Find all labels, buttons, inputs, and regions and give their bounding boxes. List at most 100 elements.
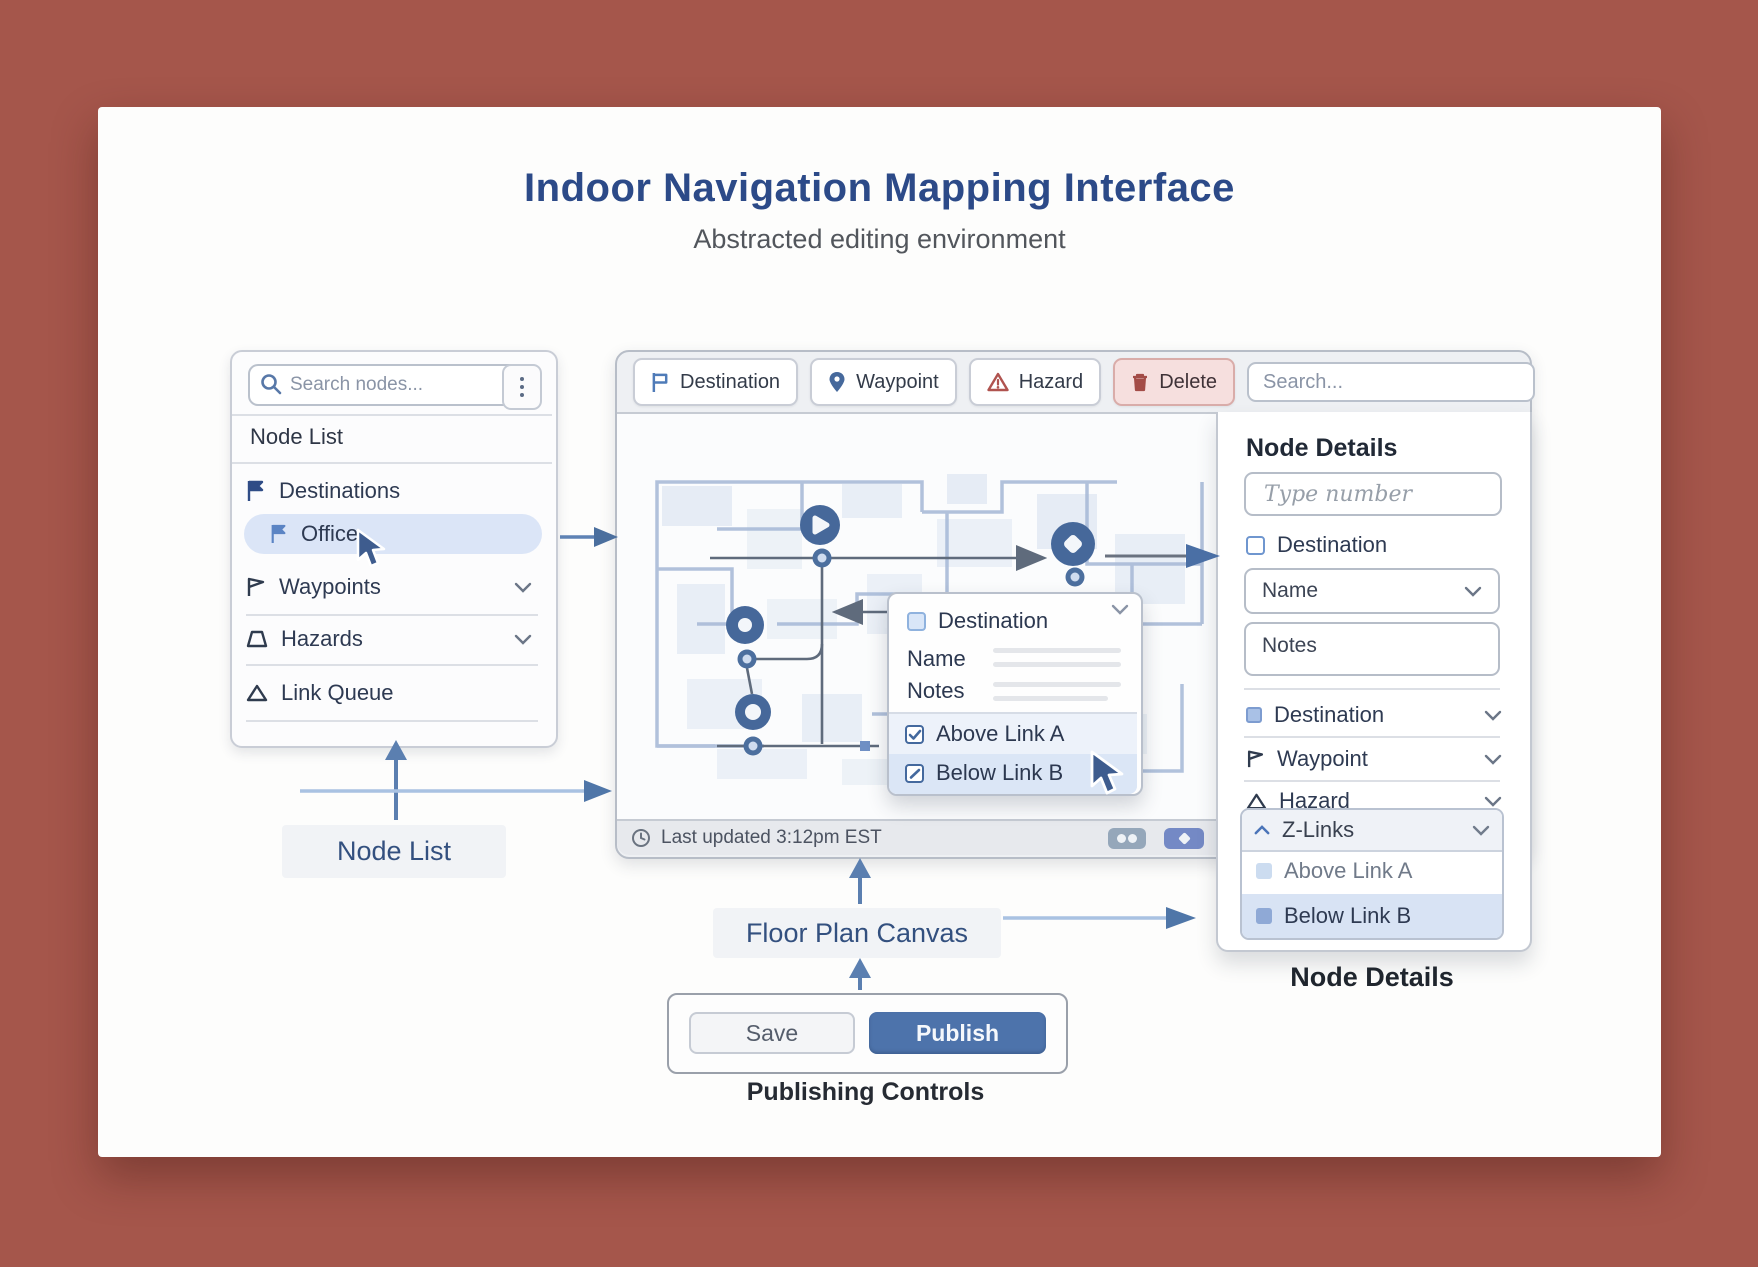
sidebar-item-label: Hazards (281, 626, 363, 651)
section-label: Destination (1274, 702, 1385, 727)
sidebar-item-link-queue[interactable]: Link Queue (246, 674, 538, 712)
select-value: Name (1262, 579, 1319, 602)
popup-destination-row[interactable]: Destination (907, 608, 1048, 634)
map-nodes (726, 505, 1095, 730)
zlink-option-below[interactable]: Below Link B (1242, 894, 1502, 938)
button-label: Waypoint (856, 370, 939, 393)
node-play (800, 505, 840, 545)
popup-notes-label: Notes (907, 678, 965, 703)
checkbox-label: Destination (1277, 532, 1388, 557)
sidebar-item-label: Waypoints (279, 574, 381, 599)
name-select[interactable]: Name (1244, 568, 1500, 614)
node-list-caption: Node List (282, 825, 506, 878)
link-label: Above Link A (936, 721, 1065, 746)
divider (246, 614, 538, 616)
connector-nodes (737, 548, 1085, 756)
chevron-up-icon (1254, 825, 1270, 835)
editor-window: Destination Waypoint Hazard (615, 350, 1535, 859)
checkbox-unchecked[interactable] (1246, 535, 1265, 555)
popup-name-label: Name (907, 646, 966, 671)
chevron-down-icon[interactable] (1111, 604, 1129, 615)
details-section-waypoint[interactable]: Waypoint (1246, 742, 1504, 776)
pan-toggle-button[interactable] (1108, 827, 1146, 849)
checkbox-checked[interactable] (905, 763, 924, 783)
node-details-caption: Node Details (1290, 962, 1454, 992)
zlinks-group: Z-Links Above Link A Below Link B (1240, 808, 1504, 940)
divider (232, 414, 552, 416)
triangle-icon (246, 630, 268, 648)
search-icon (261, 374, 282, 395)
node-details-panel: Node Details Destination Name Notes Dest… (1216, 412, 1532, 952)
sidebar-item-hazards[interactable]: Hazards (246, 620, 538, 658)
pennant-icon (247, 577, 265, 596)
square-icon (1246, 707, 1262, 723)
waypoint-tool-button[interactable]: Waypoint (810, 358, 957, 406)
chevron-down-icon (1484, 754, 1502, 765)
floor-plan-canvas[interactable]: Destination Name Notes Above Link A (617, 414, 1218, 855)
chevron-down-icon (1464, 586, 1482, 597)
canvas-toolbar: Destination Waypoint Hazard (617, 352, 1535, 414)
button-label: Hazard (1018, 370, 1084, 393)
square-icon (1256, 908, 1272, 924)
link-label: Below Link B (936, 760, 1064, 785)
flag-icon (271, 524, 286, 543)
zlink-option-above[interactable]: Above Link A (1242, 850, 1502, 892)
node-list-header: Node List (250, 424, 343, 449)
details-section-destination[interactable]: Destination (1246, 698, 1504, 732)
divider (1244, 780, 1500, 782)
divider (246, 664, 538, 666)
popup-link-below[interactable]: Below Link B (901, 756, 1063, 790)
divider (246, 720, 538, 722)
node-list-panel: Node List Destinations Office Waypoints (230, 350, 558, 748)
page-title: Indoor Navigation Mapping Interface (524, 166, 1235, 210)
checkbox-checked[interactable] (905, 724, 924, 744)
placeholder-line (993, 682, 1121, 687)
square-icon (1256, 863, 1272, 879)
section-label: Waypoint (1277, 746, 1368, 771)
node-details-header: Node Details (1246, 434, 1398, 462)
canvas-search-input[interactable] (1247, 362, 1535, 402)
warning-triangle-icon (987, 372, 1009, 392)
placeholder-line (993, 648, 1121, 653)
map-pin-icon (829, 372, 845, 392)
destination-tool-button[interactable]: Destination (633, 358, 799, 406)
button-label: Destination (680, 370, 781, 393)
canvas-status-bar: Last updated 3:12pm EST (617, 819, 1218, 855)
page-subtitle: Abstracted editing environment (693, 224, 1066, 254)
flag-icon (247, 480, 264, 501)
node-dot (726, 606, 764, 644)
chevron-down-icon (1484, 796, 1502, 807)
zlinks-header[interactable]: Z-Links (1242, 810, 1502, 852)
destination-checkbox-row[interactable]: Destination (1246, 532, 1387, 558)
triangle-icon (246, 684, 268, 702)
sidebar-item-label: Office (301, 521, 359, 546)
checkbox-unchecked[interactable] (907, 611, 926, 631)
popup-destination-label: Destination (938, 608, 1049, 633)
sidebar-item-label: Destinations (279, 478, 401, 503)
sidebar-item-destinations[interactable]: Destinations (246, 472, 538, 510)
divider (232, 462, 552, 464)
option-label: Above Link A (1284, 858, 1413, 883)
placeholder-line (993, 696, 1108, 701)
notes-field[interactable]: Notes (1244, 622, 1500, 676)
popup-links-section: Above Link A Below Link B (889, 712, 1137, 794)
divider (1244, 736, 1500, 738)
zlinks-label: Z-Links (1282, 817, 1355, 842)
locate-button[interactable] (1164, 827, 1204, 849)
node-number-input[interactable] (1244, 472, 1502, 516)
publish-button[interactable]: Publish (869, 1012, 1046, 1054)
link-marker (860, 741, 870, 751)
chevron-down-icon (514, 634, 532, 645)
node-diamond (1051, 522, 1095, 566)
sidebar-item-waypoints[interactable]: Waypoints (246, 568, 538, 606)
publishing-controls: Save Publish (667, 993, 1068, 1074)
search-nodes-input[interactable] (248, 364, 538, 406)
save-button[interactable]: Save (689, 1012, 855, 1054)
delete-button[interactable]: Delete (1113, 358, 1235, 406)
trash-icon (1133, 373, 1148, 392)
kebab-menu-button[interactable] (502, 364, 542, 410)
popup-link-above[interactable]: Above Link A (901, 717, 1064, 751)
sidebar-item-office[interactable]: Office (244, 514, 542, 554)
hazard-tool-button[interactable]: Hazard (968, 358, 1102, 406)
